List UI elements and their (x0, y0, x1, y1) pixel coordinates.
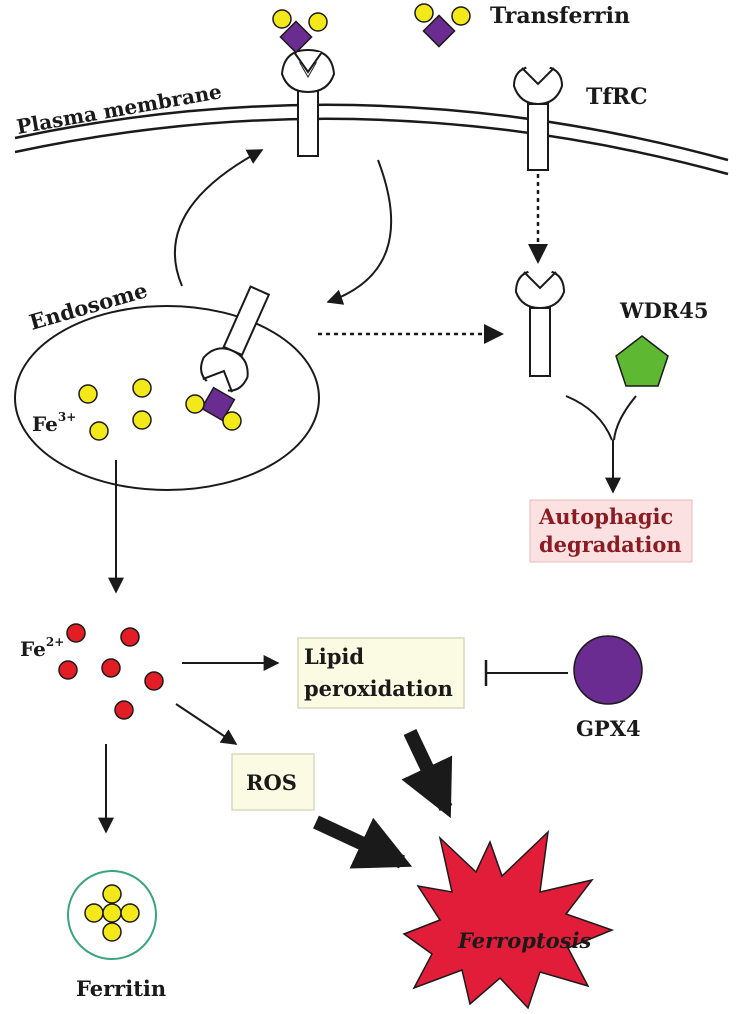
tfrc-label: TfRC (586, 84, 648, 110)
lipid-to-ferroptosis-arrow (401, 729, 453, 819)
tfrc-receptor-free (512, 64, 564, 171)
ferritin-label: Ferritin (76, 976, 166, 1001)
lipid-label-line2: peroxidation (304, 676, 453, 701)
recycling-arrow-up (173, 149, 264, 287)
fe2-superscript: 2+ (46, 635, 64, 649)
gpx4-label: GPX4 (576, 716, 641, 741)
membrane-inner-line (14, 117, 729, 176)
autophagic-label-line2: degradation (539, 532, 682, 557)
endocytosis-arrow-down (326, 159, 393, 305)
tfrc-receptor-internalized (514, 268, 566, 377)
transferrin-legend-icon (414, 3, 471, 48)
tfrc-receptor-endosome (200, 285, 271, 395)
transferrin-bound-membrane (272, 9, 328, 54)
fe3-iron-dots (78, 378, 152, 441)
lipid-label-line1: Lipid (304, 644, 364, 669)
transferrin-endosome (185, 386, 242, 431)
ros-to-ferroptosis-arrow (313, 815, 413, 869)
plasma-membrane-label: Plasma membrane (15, 79, 224, 139)
transferrin-label: Transferrin (490, 3, 630, 29)
fe2-iron-dots (58, 623, 164, 720)
membrane-outer-line (14, 103, 729, 162)
ferritin-iron-cluster (84, 884, 140, 942)
ferroptosis-burst (402, 829, 615, 1010)
wdr45-to-degradation-curve (613, 395, 637, 441)
tfrc-receptor-bound (280, 48, 336, 157)
fe2-to-ros-arrow (175, 703, 238, 745)
wdr45-label: WDR45 (619, 298, 708, 323)
gpx4-circle (573, 635, 643, 705)
autophagic-degradation-box (529, 499, 693, 563)
ferroptosis-label: Ferroptosis (457, 928, 591, 953)
fe3-label: Fe3+ (32, 410, 76, 436)
receptor-to-degradation-curve (565, 395, 613, 441)
autophagic-label-line1: Autophagic (538, 504, 673, 529)
fe2-label: Fe2+ (20, 635, 64, 661)
lipid-peroxidation-box (297, 637, 465, 709)
wdr45-pentagon (615, 335, 669, 387)
endosome-ellipse (14, 305, 320, 491)
ros-box (231, 753, 315, 811)
ros-label: ROS (246, 770, 297, 795)
fe3-superscript: 3+ (58, 410, 76, 424)
